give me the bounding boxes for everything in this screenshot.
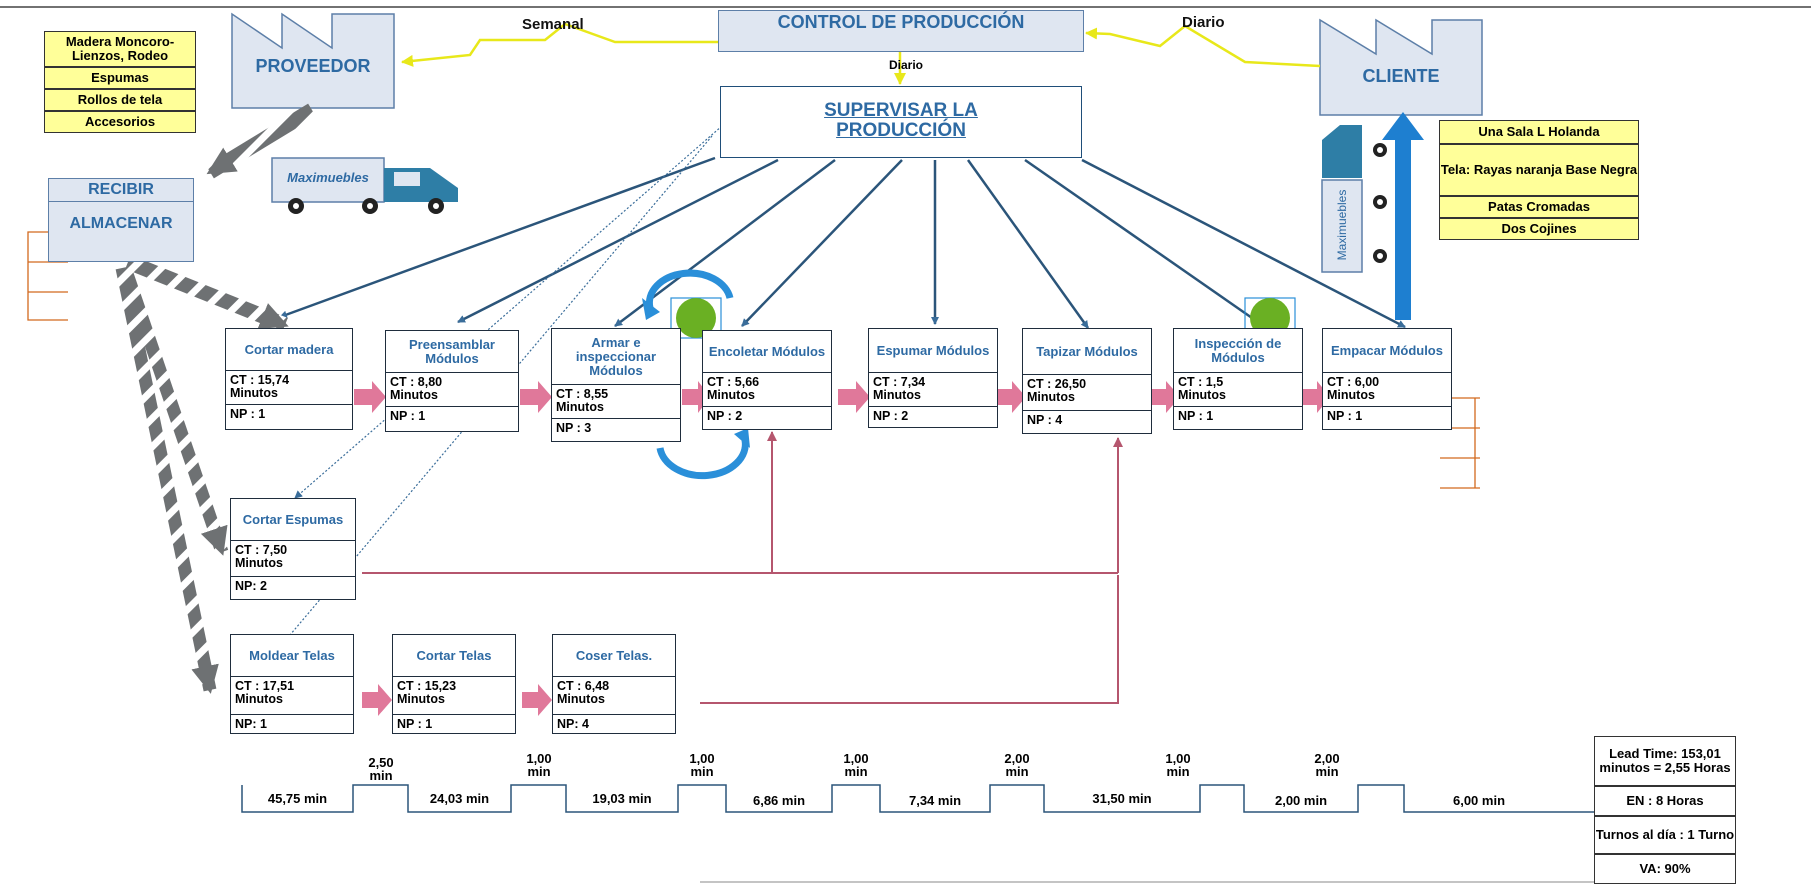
timeline-wait: 1,00 min: [526, 751, 552, 779]
diario-label: Diario: [888, 58, 923, 72]
timeline-wait: 1,00 min: [1165, 751, 1191, 779]
dotted-signal-telas: [289, 135, 713, 636]
truck-icon-supplier: [271, 157, 458, 214]
store-label: ALMACENAR: [69, 215, 173, 232]
timeline-value: 2,00 min: [1274, 793, 1328, 808]
timeline-value: 31,50 min: [1092, 791, 1152, 806]
info-arrow-semanal: [401, 22, 718, 67]
customer-item: Patas Cromadas: [1439, 196, 1639, 218]
supplier-item: Accesorios: [44, 111, 196, 133]
timeline-value: 6,86 min: [752, 793, 806, 808]
va-box: VA: 90%: [1594, 854, 1736, 884]
lead-time-box: Lead Time: 153,01 minutos = 2,55 Horas: [1594, 736, 1736, 786]
en-box: EN : 8 Horas: [1594, 786, 1736, 816]
timeline-wait: 1,00 min: [689, 751, 715, 779]
shifts-box: Turnos al día : 1 Turno: [1594, 816, 1736, 854]
timeline-value: 7,34 min: [908, 793, 962, 808]
production-control-box: CONTROL DE PRODUCCIÓN: [718, 10, 1084, 52]
customer-item: Tela: Rayas naranja Base Negra: [1439, 144, 1639, 196]
push-arrows-material: [115, 103, 316, 694]
supplier-item: Espumas: [44, 67, 196, 89]
timeline-wait: 1,00 min: [843, 751, 869, 779]
receive-store-box: RECIBIR ALMACENAR: [48, 178, 194, 262]
timeline-value: 19,03 min: [592, 791, 652, 806]
shipment-arrow: [1382, 112, 1424, 320]
customer-factory-shape: [1319, 18, 1483, 116]
supplier-factory-shape: [231, 12, 395, 109]
supplier-item: Madera Moncoro-Lienzos, Rodeo: [44, 31, 196, 67]
receive-label: RECIBIR: [49, 179, 193, 202]
timeline-value: 24,03 min: [429, 791, 490, 806]
timeline-wait: 2,00 min: [1314, 751, 1340, 779]
customer-label: CLIENTE: [1362, 66, 1440, 86]
truck-label: Maximuebles: [287, 170, 369, 185]
supervise-production-box: SUPERVISAR LA PRODUCCIÓN: [720, 86, 1082, 158]
timeline-line: [241, 784, 1596, 813]
diario-label: Diario: [1182, 14, 1225, 31]
truck-label: Maximuebles: [1335, 189, 1349, 261]
timeline-wait: 2,00 min: [1004, 751, 1030, 779]
timeline-wait: 2,50 min: [368, 755, 394, 783]
info-arrow-diario: [1085, 24, 1321, 68]
customer-item: Una Sala L Holanda: [1439, 120, 1639, 144]
timeline-value: 6,00 min: [1452, 793, 1506, 808]
supplier-label: PROVEEDOR: [255, 56, 371, 76]
supervisor-arrows: [279, 156, 1406, 329]
inventory-bracket: [27, 231, 1480, 489]
semanal-label: Semanal: [522, 16, 584, 33]
rework-loop-icon: [645, 269, 749, 480]
truck-icon-customer: [1321, 125, 1387, 273]
signal-lines: [362, 431, 1123, 704]
supplier-item: Rollos de tela: [44, 89, 196, 111]
customer-item: Dos Cojines: [1439, 218, 1639, 240]
timeline-value: 45,75 min: [267, 791, 328, 806]
